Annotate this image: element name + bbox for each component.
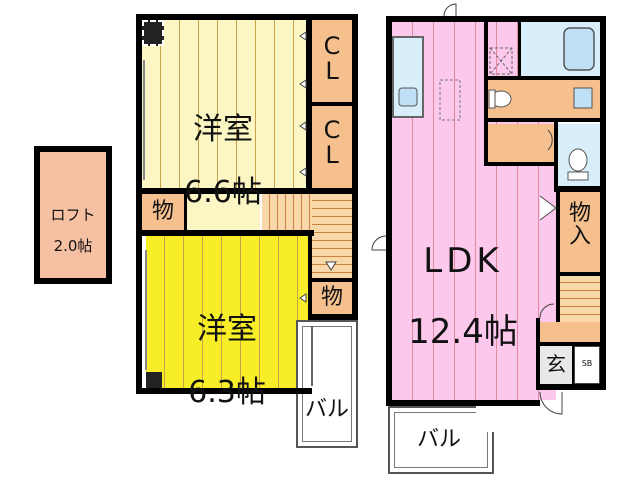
- wall: [386, 400, 540, 406]
- wall: [386, 16, 606, 22]
- storage-mid-label: 物: [320, 285, 343, 310]
- wall: [536, 384, 606, 390]
- wall: [312, 102, 352, 106]
- balcony-right-label: バル: [416, 427, 461, 452]
- balcony-left: [296, 320, 358, 448]
- staircase-right: [560, 276, 600, 322]
- wall: [312, 314, 358, 320]
- door-swing-icon: [547, 129, 553, 151]
- shoe-box: [574, 346, 600, 384]
- western-room-lower: [146, 236, 310, 390]
- pillar: [142, 20, 164, 46]
- loft-room: [34, 146, 112, 284]
- door-swing-icon: [325, 261, 337, 271]
- room-area: 6.3帖: [188, 374, 266, 410]
- western-room-upper: [142, 20, 312, 188]
- closet-label-lower: C L: [323, 116, 341, 170]
- wall: [136, 188, 358, 194]
- loft-label: ロフト 2.0帖: [40, 192, 106, 271]
- wall: [488, 118, 600, 122]
- wall: [136, 388, 312, 394]
- fridge-space-icon: [489, 47, 513, 75]
- balcony-right-inner: [394, 412, 488, 468]
- toilet-tank-icon: [488, 89, 496, 109]
- shoe-box-label: SB: [581, 359, 593, 368]
- wall: [136, 14, 142, 394]
- wash-basin-icon: [573, 87, 593, 109]
- wall: [488, 162, 558, 166]
- wall: [536, 318, 540, 388]
- wall: [484, 22, 488, 166]
- balcony-left-inner: [302, 326, 352, 442]
- room-area: 6.6帖: [184, 174, 262, 210]
- western-room-upper-label: 洋室 6.6帖: [168, 82, 278, 240]
- toilet-tank-icon: [567, 171, 589, 181]
- storage-left-label: 物: [151, 199, 174, 224]
- door-swing-icon: [539, 391, 563, 415]
- hallway: [184, 194, 260, 232]
- room-name: 洋室: [197, 311, 257, 347]
- wall: [386, 16, 392, 406]
- kitchen-counter: [392, 36, 424, 118]
- toilet-icon: [568, 148, 588, 172]
- wall: [488, 76, 600, 80]
- door-swing-icon: [299, 293, 307, 303]
- door-swing-icon: [539, 303, 555, 319]
- western-room-lower-label: 洋室 6.3帖: [172, 282, 282, 440]
- wall: [556, 272, 600, 276]
- pillar: [146, 372, 162, 388]
- wall: [312, 278, 352, 282]
- wall: [556, 192, 560, 322]
- door-swing-icon: [539, 195, 557, 221]
- door-swing-icon: [443, 3, 457, 17]
- storage-left: [142, 194, 184, 232]
- wall: [600, 16, 606, 390]
- wall: [572, 346, 574, 384]
- entrance: [540, 346, 572, 384]
- room-name: LDK: [423, 240, 503, 281]
- wall: [136, 230, 314, 236]
- ldk-label: LDK 12.4帖: [398, 208, 528, 386]
- kitchen-sink-icon: [398, 87, 418, 107]
- wall: [136, 14, 358, 20]
- loft-name: ロフト: [50, 205, 96, 224]
- entrance-label: 玄: [546, 352, 566, 376]
- wall: [554, 122, 558, 188]
- room-name: 洋室: [193, 111, 253, 147]
- wall: [184, 194, 187, 232]
- door-swing-icon: [299, 121, 307, 131]
- closet-label-upper: C L: [323, 32, 341, 86]
- wall: [540, 342, 600, 346]
- fridge-space-icon: [489, 47, 513, 75]
- entrance-hall: [540, 322, 600, 342]
- door-swing-icon: [299, 167, 307, 177]
- door-swing-icon: [299, 79, 307, 89]
- balcony-left-label: バル: [304, 397, 349, 422]
- storage-mid: [312, 282, 352, 316]
- wall: [554, 186, 606, 192]
- bathtub-icon: [563, 27, 595, 71]
- storage-right-label: 物 入: [568, 201, 591, 250]
- closet-lower: [312, 106, 352, 188]
- corridor: [488, 124, 554, 162]
- door-swing-icon: [299, 31, 307, 41]
- wall: [352, 14, 358, 320]
- storage-right: [560, 192, 600, 272]
- wall: [518, 22, 521, 76]
- room-area: 12.4帖: [408, 312, 518, 353]
- door-swing-icon: [371, 235, 387, 251]
- wall: [306, 20, 312, 188]
- range-space-icon: [439, 79, 461, 121]
- closet-upper: [312, 20, 352, 104]
- staircase-upper: [262, 194, 314, 232]
- loft-area: 2.0帖: [53, 237, 93, 256]
- wall: [308, 236, 312, 320]
- balcony-right-notch: [476, 406, 494, 432]
